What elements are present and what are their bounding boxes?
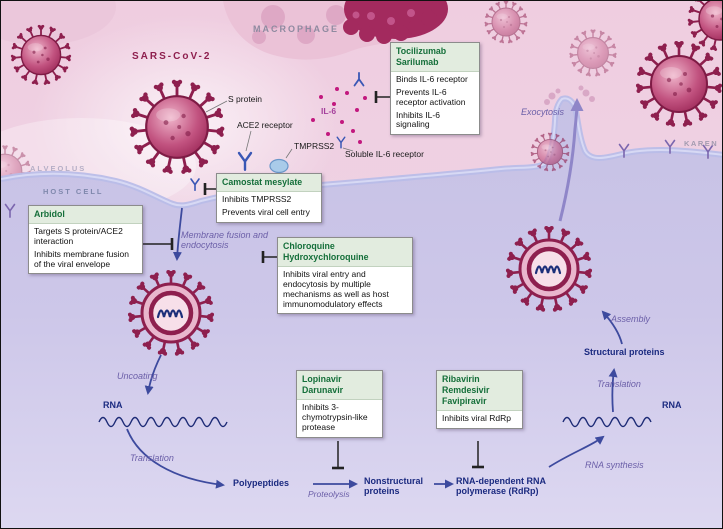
tmprss2-icon [269,158,289,174]
drug-effect-line: Inhibits TMPRSS2 [222,193,292,204]
rna-synthesis-label: RNA synthesis [585,460,644,470]
uncoating-label: Uncoating [117,371,158,381]
nonstructural-proteins-label: Nonstructural proteins [364,476,424,497]
exocytosis-pore-ruffles [544,85,595,105]
drug-box-title: Lopinavir Darunavir [297,371,382,400]
drug-effect-line: Inhibits membrane fusion of the viral en… [34,248,129,269]
drug-box-title: Arbidol [29,206,142,224]
drug-effect-line: Inhibits 3-chymotrypsin-like protease [302,401,368,432]
drug-box-lopinavir: Lopinavir Darunavir Inhibits 3-chymotryp… [296,370,383,438]
rna-strand-right [562,416,652,428]
macrophage-label: MACROPHAGE [253,24,340,34]
rna-strand-left [98,416,228,428]
alveolus-label: ALVEOLUS [30,164,87,173]
drug-box-title: Camostat mesylate [217,174,321,192]
background-cell [1,1,116,45]
structural-proteins-label: Structural proteins [584,347,665,357]
host-cell-label: HOST CELL [43,187,104,196]
drug-effect-line: Prevents viral cell entry [222,206,310,217]
drug-box-title: Ribavirin Remdesivir Favipiravir [437,371,522,411]
rna-synthesis-arrow [548,435,605,468]
drug-box-title: Tocilizumab Sarilumab [391,43,479,72]
drug-box-camostat: Camostat mesylate Inhibits TMPRSS2 Preve… [216,173,322,223]
assembly-arrow [601,310,623,345]
drug-box-ribavirin: Ribavirin Remdesivir Favipiravir Inhibit… [436,370,523,429]
s-protein-label: S protein [228,94,263,104]
drug-effect-line: Inhibits viral entry and endocytosis by … [283,268,389,309]
translation-left-arrow [126,428,225,489]
callout-lines [205,100,354,159]
ace2-receptor-label: ACE2 receptor [237,120,293,130]
infected-cell-mass [343,1,448,44]
translation-left-label: Translation [130,453,174,463]
tmprss2-label: TMPRSS2 [294,141,335,151]
polypeptides-label: Polypeptides [233,478,290,488]
drug-box-title: Chloroquine Hydroxychloroquine [278,238,412,267]
rdrp-label: RNA-dependent RNA polymerase (RdRp) [456,476,546,497]
drug-effect-line: Inhibits IL-6 signaling [396,109,440,130]
drug-box-chloroquine: Chloroquine Hydroxychloroquine Inhibits … [277,237,413,315]
drug-effect-line: Prevents IL-6 receptor activation [396,86,466,107]
virus-name-label: SARS-CoV-2 [132,51,212,62]
inhibition-lines [141,91,484,470]
drug-effect-line: Binds IL-6 receptor [396,73,468,84]
pathway-arrows [126,207,623,489]
soluble-il6-receptor-label: Soluble IL-6 receptor [345,149,424,159]
proteolysis-label: Proteolysis [308,489,350,499]
il6-label: IL-6 [321,106,337,116]
rna-right-label: RNA [662,400,682,410]
exocytosis-arrow [558,98,584,222]
translation-right-arrow [608,368,618,413]
drug-box-arbidol: Arbidol Targets S protein/ACE2 interacti… [28,205,143,275]
il6-molecules [311,87,367,144]
translation-right-label: Translation [597,379,641,389]
artist-signature: KAREN [684,139,719,148]
exocytosis-label: Exocytosis [521,107,565,117]
uncoating-arrow [144,354,162,395]
rna-left-label: RNA [103,400,123,410]
drug-effect-line: Inhibits viral RdRp [442,412,511,423]
drug-effect-line: Targets S protein/ACE2 interaction [34,225,123,246]
membrane-fusion-label: Membrane fusion and endocytosis [181,230,269,250]
entry-arrow [172,207,183,261]
drug-box-tocilizumab: Tocilizumab Sarilumab Binds IL-6 recepto… [390,42,480,136]
cell-membrane-highlight [1,97,722,207]
assembly-label: Assembly [611,314,651,324]
